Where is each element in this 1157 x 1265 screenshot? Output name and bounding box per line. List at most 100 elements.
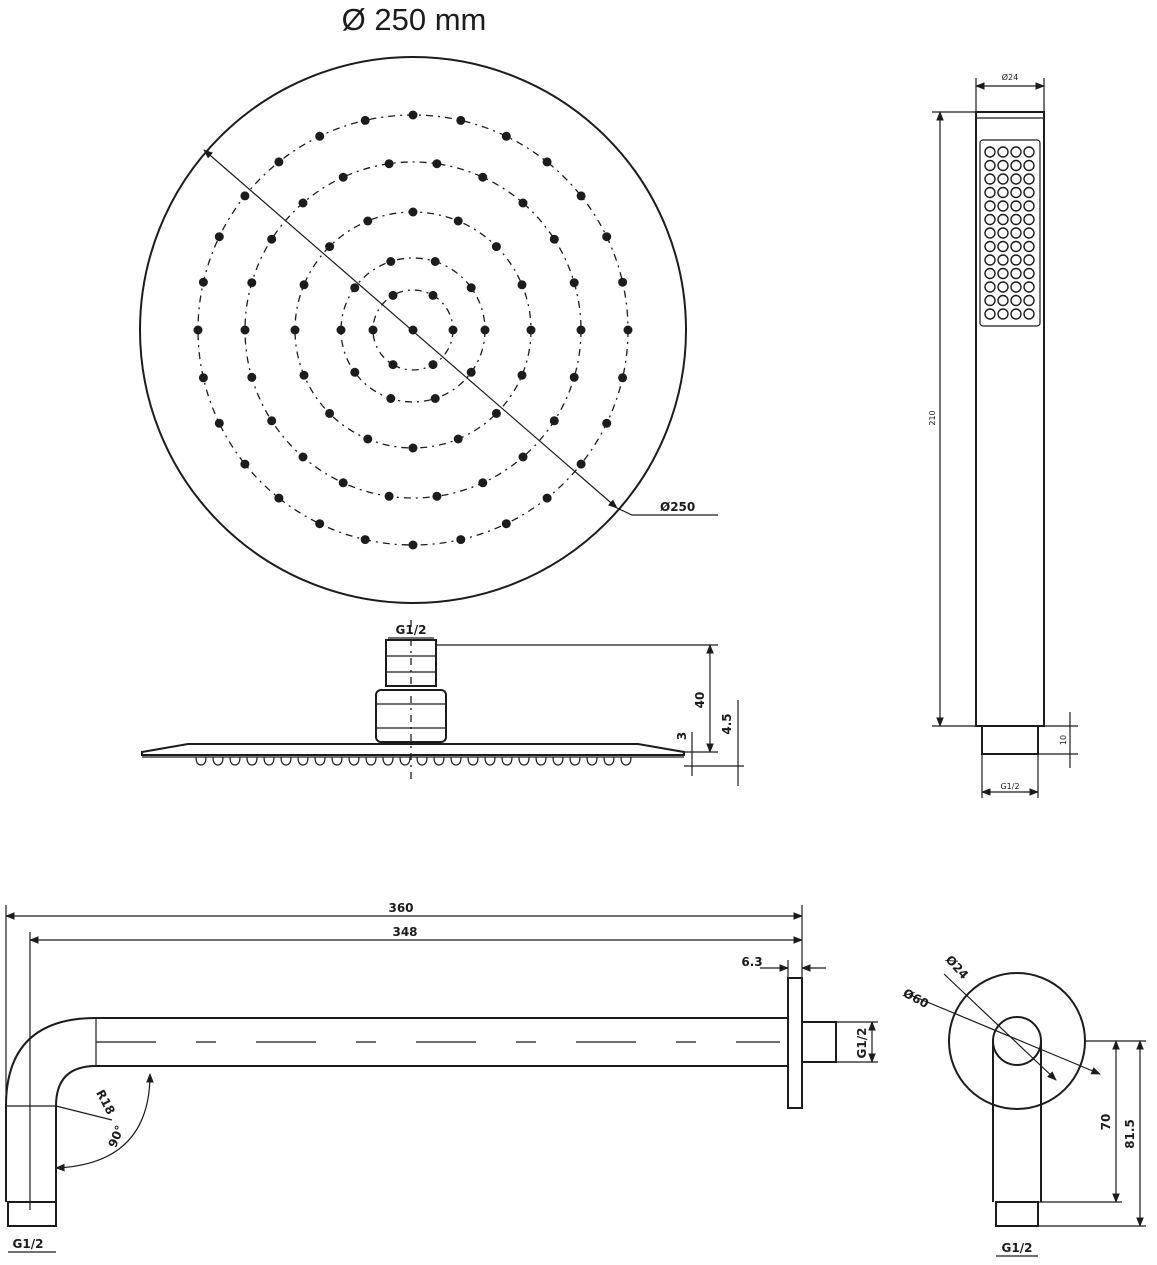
hand-nozzle	[1010, 227, 1022, 239]
hand-nozzle	[1023, 227, 1035, 239]
hand-nozzle	[997, 240, 1009, 253]
nozzle	[338, 172, 348, 182]
nozzle	[290, 325, 300, 335]
rain-head-top-view: Ø250	[139, 56, 718, 604]
side-nozzle	[399, 756, 411, 766]
nozzle	[491, 242, 501, 252]
hand-nozzle	[1010, 281, 1022, 293]
nozzle	[274, 493, 284, 503]
arm-thread	[801, 1021, 837, 1063]
nozzle	[517, 370, 527, 380]
side-nozzle	[450, 756, 462, 766]
nozzle	[602, 418, 612, 428]
nozzle	[247, 278, 257, 288]
hand-nozzle	[984, 294, 996, 307]
end-view-total-drop-label: 81.5	[1123, 1119, 1137, 1149]
nozzle	[430, 394, 440, 403]
hand-nozzle	[1023, 308, 1035, 320]
side-nozzle	[467, 756, 479, 766]
page-title: Ø 250 mm	[342, 2, 487, 37]
nozzle	[478, 172, 488, 182]
nozzle	[240, 325, 250, 335]
hand-nozzle	[984, 200, 996, 212]
nozzle	[428, 360, 438, 370]
nozzle	[386, 257, 396, 266]
shower-arm-end-view: Ø60 Ø24 70 81.5 G1/2	[901, 953, 1146, 1257]
nozzle	[576, 191, 586, 201]
side-nozzle	[195, 756, 207, 766]
hand-nozzle	[997, 227, 1009, 239]
nozzle	[501, 131, 511, 141]
nozzle	[549, 234, 559, 244]
nozzle	[430, 257, 440, 266]
nozzle	[388, 290, 398, 300]
hand-nozzle	[1010, 159, 1022, 172]
hand-shower-diameter-label: Ø24	[1002, 72, 1018, 82]
hand-nozzle	[984, 281, 996, 293]
hand-shower-spray-face	[979, 139, 1041, 327]
nozzle	[325, 408, 335, 418]
nozzle	[408, 443, 418, 453]
nozzle	[240, 191, 250, 201]
nozzle	[480, 325, 490, 335]
nozzle	[569, 372, 579, 382]
nozzle	[193, 325, 203, 335]
end-view-drop-pipe	[992, 1041, 1042, 1202]
nozzle	[298, 452, 308, 462]
nozzle	[432, 159, 442, 169]
nozzle	[298, 198, 308, 208]
side-thread-label: G1/2	[396, 623, 427, 637]
arm-straight-length-label: 348	[392, 925, 417, 939]
hand-nozzle	[997, 254, 1009, 266]
hand-nozzle	[984, 146, 996, 158]
nozzle	[576, 459, 586, 469]
side-nozzle	[552, 756, 564, 766]
side-nozzle	[603, 756, 615, 766]
hand-nozzle	[1010, 173, 1022, 185]
end-view-pipe	[992, 1016, 1042, 1066]
hand-nozzle	[997, 146, 1009, 158]
rain-head-side-view: G1/2 40 4.5 3	[141, 620, 744, 786]
nozzle	[240, 459, 250, 469]
side-plate-label: 3	[675, 732, 689, 740]
hand-nozzle	[997, 159, 1009, 172]
end-view-rosette-label: Ø60	[901, 986, 931, 1011]
side-nozzle	[365, 756, 377, 766]
hand-shower-length-label: 210	[928, 410, 937, 425]
side-nozzle	[246, 756, 258, 766]
nozzle	[350, 367, 360, 377]
nozzle	[526, 325, 536, 335]
arm-outlet-thread	[7, 1201, 57, 1227]
hand-nozzle	[1010, 294, 1022, 307]
hand-nozzle	[984, 308, 996, 320]
hand-nozzle	[1010, 254, 1022, 266]
hand-nozzle	[1023, 254, 1035, 266]
nozzle	[299, 280, 309, 290]
nozzle	[198, 373, 208, 383]
side-nozzle	[484, 756, 496, 766]
side-nozzle	[314, 756, 326, 766]
nozzle	[198, 277, 208, 287]
hand-nozzle	[1010, 213, 1022, 226]
shower-arm-side-view: 360 348 6.3 G1/2 R18 90° G1/2	[5, 901, 878, 1253]
side-nozzle	[501, 756, 513, 766]
nozzle	[338, 478, 348, 488]
nozzle	[247, 372, 257, 382]
arm-radius-label: R18	[93, 1087, 118, 1116]
hand-shower-thread-label: G1/2	[1000, 782, 1019, 791]
hand-nozzle	[997, 281, 1009, 293]
side-nozzle	[586, 756, 598, 766]
hand-nozzle	[1010, 308, 1022, 320]
nozzle	[363, 216, 373, 226]
hand-nozzle	[997, 186, 1009, 199]
nozzle	[501, 519, 511, 529]
side-nozzle	[263, 756, 275, 766]
side-height-label: 40	[693, 692, 707, 709]
nozzle	[491, 408, 501, 418]
nozzle	[618, 373, 628, 383]
nozzle	[325, 242, 335, 252]
hand-nozzle	[1010, 146, 1022, 158]
end-view-drop-label: 70	[1099, 1114, 1113, 1131]
nozzle	[388, 360, 398, 370]
